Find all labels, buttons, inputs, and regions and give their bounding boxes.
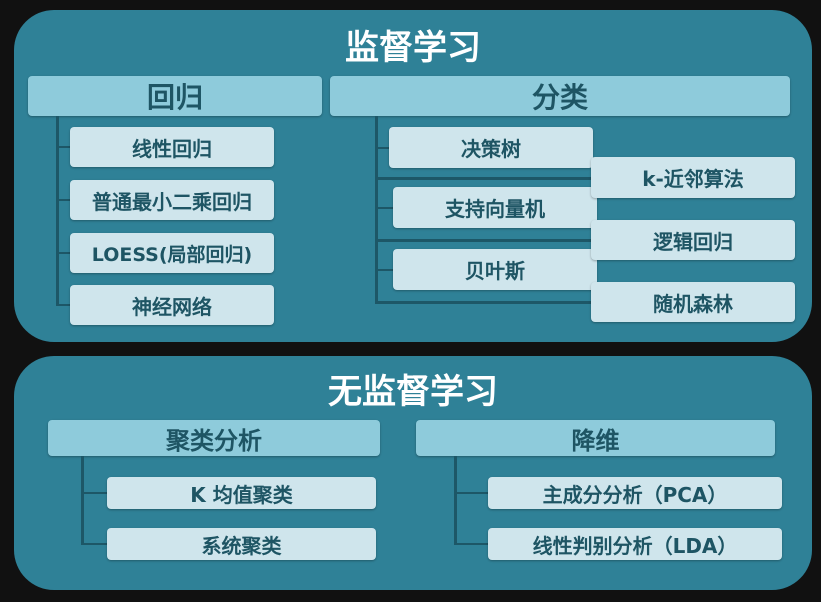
connector (56, 146, 70, 148)
reduction-item: 主成分分析（PCA） (488, 477, 782, 509)
classification-item: 贝叶斯 (393, 249, 597, 290)
regression-header: 回归 (28, 76, 322, 116)
classification-item: 决策树 (389, 127, 593, 168)
clustering-item: K 均值聚类 (107, 477, 376, 509)
clustering-item: 系统聚类 (107, 528, 376, 560)
connector (81, 456, 84, 545)
connector (81, 492, 107, 494)
connector (375, 147, 389, 149)
classification-item: 随机森林 (591, 282, 795, 322)
classification-header: 分类 (330, 76, 790, 116)
classification-item: k-近邻算法 (591, 157, 795, 198)
connector (375, 177, 591, 180)
connector (56, 116, 59, 306)
reduction-header: 降维 (416, 420, 775, 456)
connector (454, 456, 457, 545)
connector (56, 252, 70, 254)
connector (81, 543, 107, 545)
connector (56, 304, 70, 306)
connector (454, 492, 488, 494)
connector (375, 116, 378, 303)
regression-item: LOESS(局部回归) (70, 233, 274, 273)
connector (454, 543, 488, 545)
regression-item: 线性回归 (70, 127, 274, 167)
reduction-item: 线性判别分析（LDA） (488, 528, 782, 560)
classification-item: 逻辑回归 (591, 220, 795, 260)
connector (375, 269, 393, 271)
clustering-header: 聚类分析 (48, 420, 380, 456)
connector (375, 301, 591, 304)
classification-item: 支持向量机 (393, 187, 597, 228)
connector (375, 207, 393, 209)
connector (56, 199, 70, 201)
unsupervised-title: 无监督学习 (328, 372, 498, 412)
supervised-title: 监督学习 (345, 28, 481, 68)
regression-item: 神经网络 (70, 285, 274, 325)
regression-item: 普通最小二乘回归 (70, 180, 274, 220)
connector (375, 239, 591, 242)
